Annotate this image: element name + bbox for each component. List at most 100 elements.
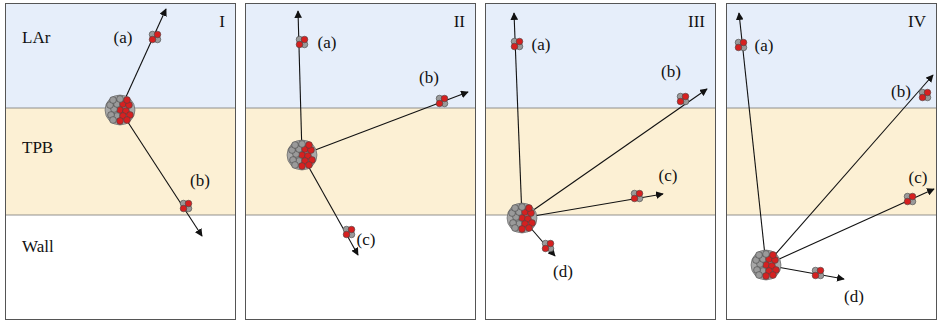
neutron [756,252,763,259]
panel-numeral: I [219,13,225,30]
proton [740,39,747,46]
neutron [519,204,526,211]
track-arrow [120,110,202,236]
alpha-particle [735,39,747,51]
neutron [292,142,299,149]
proton [677,98,684,105]
alpha-particle [296,36,308,48]
alpha-particle [180,200,192,212]
nucleus-body [507,203,537,233]
particle-label: (c) [357,231,376,248]
proton [154,31,161,38]
nucleus-body [105,95,135,125]
material-name: Wall [22,238,54,255]
proton [919,94,926,101]
proton [511,43,518,50]
neutron [292,162,299,169]
proton [117,118,124,125]
track-arrow [298,11,302,155]
boundary-line [5,215,236,216]
nucleus-body [751,250,781,280]
tpb-band [5,108,236,215]
panel-numeral: III [688,13,705,30]
proton [306,162,313,169]
proton [909,193,916,200]
lar-band [726,3,937,108]
particle-label: (d) [553,263,573,280]
nucleus [287,140,317,170]
proton [763,273,770,280]
lar-band [245,3,476,108]
wall-band [5,215,236,320]
proton [441,95,448,102]
neutron [110,97,117,104]
boundary-line [726,108,937,109]
alpha-particle [542,240,554,252]
proton [185,200,192,207]
neutron [117,96,124,103]
proton [124,117,131,124]
particle-label: (c) [659,167,678,184]
proton [682,93,689,100]
particle-label: (b) [661,63,681,80]
proton [348,226,355,233]
proton [547,240,554,247]
track-arrow [522,89,707,218]
particle-label: (d) [844,288,864,305]
material-bands [5,3,937,320]
neutron [763,251,770,258]
proton [770,252,777,259]
proton [343,231,350,238]
alpha-particle [812,267,824,279]
scenario-panel: ILArTPB Wall [5,3,236,320]
material-name: TPB [22,139,53,156]
nucleus-body [287,140,317,170]
particle-label: (b) [419,69,439,86]
tpb-band [726,108,937,215]
particle-label: (a) [114,29,133,46]
proton [299,163,306,170]
alpha-particle [511,38,523,50]
proton [636,190,643,197]
boundary-line [245,215,476,216]
boundary-line [245,108,476,109]
neutron [512,225,519,232]
proton [904,198,911,205]
alpha-particle [149,31,161,43]
particle-label: (b) [891,83,911,100]
scenario-panel: II [245,3,476,320]
wall-band [245,215,476,320]
particle-label: (c) [909,169,928,186]
alpha-particle [677,93,689,105]
track-arrow [302,155,358,255]
track-arrow [302,92,468,155]
proton [526,205,533,212]
alpha-particle [904,193,916,205]
proton [812,272,819,279]
proton [436,100,443,107]
tpb-band [245,108,476,215]
track-arrow [522,218,555,256]
proton [124,97,131,104]
proton [770,272,777,279]
material-band: LAr [6,4,235,109]
proton [301,36,308,43]
wall-band [726,215,937,320]
particle-label: (a) [755,37,774,54]
proton [735,44,742,51]
track-arrow [522,194,663,218]
track-arrow [766,75,933,265]
neutron [756,272,763,279]
proton [149,36,156,43]
proton [542,245,549,252]
proton [631,195,638,202]
material-band: TPB [6,109,235,216]
proton [924,89,931,96]
alpha-particle [436,95,448,107]
alpha-particle [631,190,643,202]
panel-numeral: IV [908,13,926,30]
proton [817,267,824,274]
particle-label: (b) [190,172,210,189]
nucleus [751,250,781,280]
